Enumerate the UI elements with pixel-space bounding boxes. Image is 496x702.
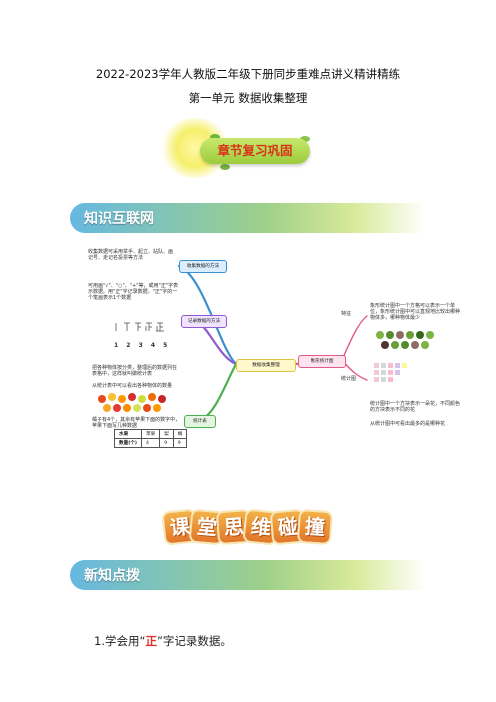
stat-table-text: 把各种物体按分类，整理后的数据列在表格中，这样就叫做统计表 xyxy=(92,365,178,377)
feature-text: 象形统计图中一个方格可以表示一个单位，象形统计图中可以直观地比较出哪种物体多，哪… xyxy=(370,303,461,321)
tree-icon xyxy=(386,331,394,339)
banner-char: 撞 xyxy=(296,508,334,546)
chart-block xyxy=(374,363,379,368)
fruit-count-table: 水果 苹果 梨 橘 数量(个) 4 9 9 xyxy=(114,429,188,448)
tally-digit: 2 xyxy=(126,342,131,349)
chart-block xyxy=(388,377,393,382)
record-methods-node: 记录数据的方法 xyxy=(181,315,227,328)
record-methods-text: 可用画"√"、"○"、"+"等，或用"正"字表示数据。用"正"字记录数据，"正"… xyxy=(88,283,179,301)
point-prefix: 1.学会用“ xyxy=(94,634,146,648)
orange-icon xyxy=(123,404,131,412)
apple-icon xyxy=(143,404,151,412)
table-header: 橘 xyxy=(172,429,188,439)
mind-map: 数据收集整理 收集数据可采用举手、起立、站队、画记号、走记名投票等方法 收集数据… xyxy=(84,237,474,449)
knowledge-network-banner: 知识互联网 xyxy=(70,203,426,233)
table-row-label: 数量(个) xyxy=(114,438,142,448)
orange-icon xyxy=(118,395,126,403)
feature-node: 特征 xyxy=(341,311,352,317)
chart-block xyxy=(374,377,379,382)
chart-block xyxy=(388,363,393,368)
tally-digit: 4 xyxy=(150,342,156,349)
point-suffix: ”字记录数据。 xyxy=(156,634,232,648)
point-highlight: 正 xyxy=(145,634,157,648)
tree-icon xyxy=(396,331,404,339)
mind-map-center: 数据收集整理 xyxy=(236,359,296,372)
apple-icon xyxy=(113,404,121,412)
chart-block xyxy=(395,370,400,375)
apple-icon xyxy=(158,395,166,403)
tree-icon xyxy=(411,341,419,349)
new-knowledge-title: 新知点拨 xyxy=(84,568,140,584)
tree-icon xyxy=(376,331,384,339)
chapter-review-label: 章节复习巩固 xyxy=(200,138,310,164)
tree-icon xyxy=(401,341,409,349)
stat-chart-node: 统计图 xyxy=(341,376,357,382)
chart-block xyxy=(395,363,400,368)
tally-digit: 3 xyxy=(138,342,143,349)
knowledge-network-title: 知识互联网 xyxy=(84,211,154,227)
pictograph-node: 象形统计图 xyxy=(298,355,346,368)
document-title: 2022-2023学年人教版二年级下册同步重难点讲义精讲精练 xyxy=(95,67,401,81)
chart-block xyxy=(402,363,407,368)
tally-digit: 1 xyxy=(114,342,119,349)
tree-icon xyxy=(406,331,414,339)
classroom-thinking-banner: 课 堂 思 维 碰 撞 xyxy=(161,508,334,546)
stat-table-text-3: 橘子有4个，其余有苹果下面的数字中，苹果下面写几种数据 xyxy=(92,417,181,429)
apple-icon xyxy=(128,393,136,401)
apple-icon xyxy=(98,395,106,403)
stat-table-node: 统计表 xyxy=(184,415,216,428)
collect-methods-node: 收集数据的方法 xyxy=(179,260,227,273)
orange-icon xyxy=(148,393,156,401)
stat-chart-text-2: 从统计图中可看出最多的是哪种花 xyxy=(370,421,446,427)
table-header: 水果 xyxy=(114,429,142,439)
tree-icon xyxy=(391,341,399,349)
chart-block xyxy=(381,370,386,375)
pear-icon xyxy=(133,404,141,412)
chart-block xyxy=(381,363,386,368)
new-knowledge-banner: 新知点拨 xyxy=(70,560,426,590)
tree-icon xyxy=(416,331,424,339)
stat-table-text-2: 从统计表中可以看出各种物体的数量 xyxy=(92,383,173,389)
leaf-decoration xyxy=(300,136,310,142)
unit-title: 第一单元 数据收集整理 xyxy=(188,91,308,105)
tree-icon xyxy=(426,331,434,339)
chart-block xyxy=(388,370,393,375)
pear-icon xyxy=(138,395,146,403)
table-cell: 9 xyxy=(159,438,174,448)
table-cell: 4 xyxy=(140,438,161,448)
pear-icon xyxy=(108,393,116,401)
pear-icon xyxy=(103,404,111,412)
tally-digits: 1 2 3 4 5 xyxy=(114,343,174,349)
tally-marks xyxy=(115,322,164,332)
table-header: 梨 xyxy=(159,429,174,439)
stat-chart-text: 统计图中一个方块表示一朵花，不同颜色的方块表示不同的花 xyxy=(370,401,461,413)
chart-block xyxy=(374,370,379,375)
collect-methods-text: 收集数据可采用举手、起立、站队、画记号、走记名投票等方法 xyxy=(88,249,174,261)
tree-icon xyxy=(421,341,429,349)
table-cell: 9 xyxy=(172,438,188,448)
knowledge-point-1: 1.学会用“正”字记录数据。 xyxy=(94,633,232,649)
table-header: 苹果 xyxy=(140,429,161,439)
leaf-decoration xyxy=(220,164,230,170)
tree-icon xyxy=(381,341,389,349)
chapter-review-banner: 章节复习巩固 xyxy=(160,110,340,178)
tally-digit: 5 xyxy=(163,342,168,349)
chart-block xyxy=(381,377,386,382)
orange-icon xyxy=(153,404,161,412)
leaf-decoration xyxy=(210,134,220,140)
